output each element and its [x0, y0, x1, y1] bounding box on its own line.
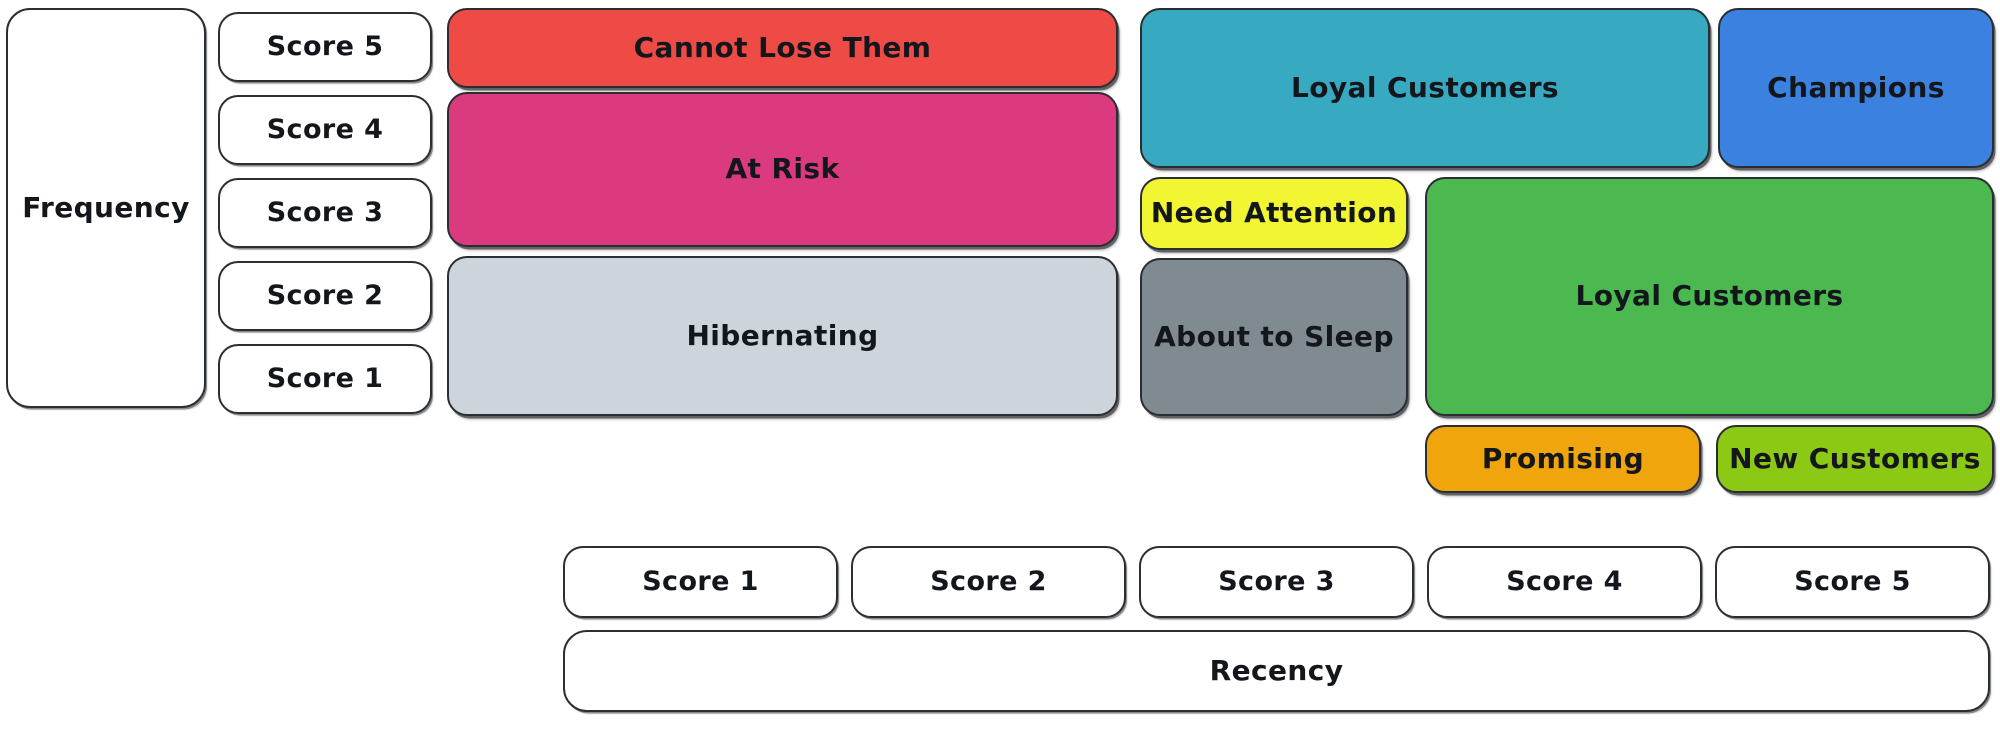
- recency-score-4-label: Score 4: [1506, 566, 1623, 598]
- recency-score-1-label: Score 1: [642, 566, 759, 598]
- axis-label-recency: Recency: [563, 630, 1990, 712]
- segment-loyal-customers-teal-label: Loyal Customers: [1291, 70, 1559, 104]
- frequency-score-3-chip[interactable]: Score 3: [218, 178, 432, 248]
- recency-score-4-chip[interactable]: Score 4: [1427, 546, 1702, 618]
- segment-promising-label: Promising: [1481, 441, 1645, 475]
- recency-score-3-chip[interactable]: Score 3: [1139, 546, 1414, 618]
- frequency-score-5-label: Score 5: [266, 31, 384, 63]
- segment-cannot-lose-them[interactable]: Cannot Lose Them: [447, 8, 1118, 88]
- frequency-score-2-chip[interactable]: Score 2: [218, 261, 432, 331]
- segment-at-risk[interactable]: At Risk: [447, 92, 1118, 247]
- segment-hibernating[interactable]: Hibernating: [447, 256, 1118, 416]
- frequency-score-3-label: Score 3: [266, 197, 384, 229]
- segment-champions-label: Champions: [1767, 70, 1945, 104]
- frequency-score-5-chip[interactable]: Score 5: [218, 12, 432, 82]
- segment-promising[interactable]: Promising: [1425, 425, 1701, 493]
- segment-loyal-customers-teal[interactable]: Loyal Customers: [1140, 8, 1710, 168]
- frequency-score-4-label: Score 4: [266, 114, 384, 146]
- axis-label-frequency: Frequency: [6, 8, 206, 408]
- segment-hibernating-label: Hibernating: [686, 318, 879, 352]
- axis-label-recency-text: Recency: [1209, 653, 1344, 687]
- frequency-score-1-label: Score 1: [266, 363, 384, 395]
- recency-score-1-chip[interactable]: Score 1: [563, 546, 838, 618]
- segment-at-risk-label: At Risk: [725, 152, 840, 186]
- segment-cannot-lose-them-label: Cannot Lose Them: [633, 30, 932, 64]
- recency-score-5-label: Score 5: [1794, 566, 1911, 598]
- segment-new-customers[interactable]: New Customers: [1716, 425, 1994, 493]
- recency-score-2-label: Score 2: [930, 566, 1047, 598]
- segment-champions[interactable]: Champions: [1718, 8, 1994, 168]
- segment-about-to-sleep-label: About to Sleep: [1154, 319, 1394, 353]
- frequency-score-1-chip[interactable]: Score 1: [218, 344, 432, 414]
- frequency-score-4-chip[interactable]: Score 4: [218, 95, 432, 165]
- segment-loyal-customers-green[interactable]: Loyal Customers: [1425, 177, 1994, 416]
- segment-loyal-customers-green-label: Loyal Customers: [1575, 279, 1844, 313]
- frequency-score-2-label: Score 2: [266, 280, 384, 312]
- recency-score-5-chip[interactable]: Score 5: [1715, 546, 1990, 618]
- axis-label-frequency-text: Frequency: [22, 190, 190, 224]
- segment-about-to-sleep[interactable]: About to Sleep: [1140, 258, 1408, 416]
- recency-score-2-chip[interactable]: Score 2: [851, 546, 1126, 618]
- recency-score-3-label: Score 3: [1218, 566, 1335, 598]
- segment-need-attention-label: Need Attention: [1150, 196, 1398, 230]
- segment-need-attention[interactable]: Need Attention: [1140, 177, 1408, 250]
- segment-new-customers-label: New Customers: [1729, 441, 1981, 475]
